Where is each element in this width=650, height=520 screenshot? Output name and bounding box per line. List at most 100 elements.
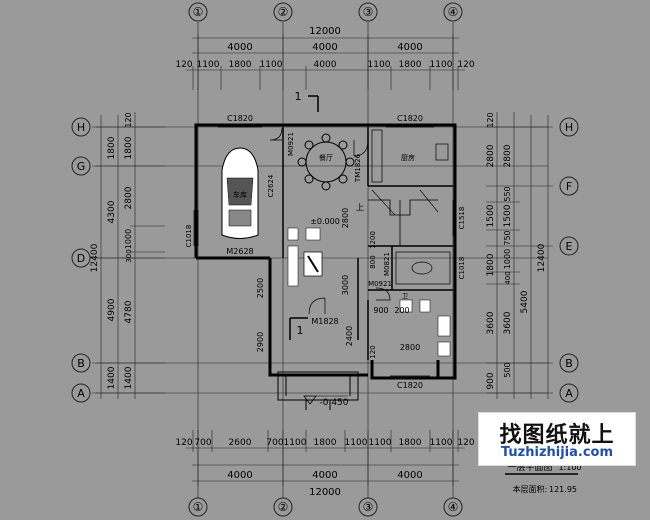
top-detail-dim-4: 1100 [260,60,283,70]
interior-dim-3000: 3000 [341,275,350,295]
bottom-total-dim: 12000 [309,487,341,498]
interior-dim-2800b: 2800 [400,343,420,352]
dining-table-icon [297,133,355,191]
right-outer-dim-4: 1800 [486,253,496,276]
interior-dim-2900: 2900 [256,332,265,352]
right-inner-dim-8: 500 [503,362,512,377]
dining-label: 餐厅 [319,153,333,162]
axis-top-3: ③ [363,5,374,19]
axis-left-b: B [77,357,85,370]
axis-top-4: ④ [448,5,459,19]
top-detail-dim-7: 1800 [399,60,422,70]
window-c1820-top-right: C1820 [397,114,423,123]
right-col3-dim: 5400 [520,290,530,313]
right-inner-dim-2: 550 [503,186,512,201]
left-inner-dim-3: 2800 [124,186,134,209]
window-c2624: C2624 [267,174,275,197]
axis-bubbles-top: ① ② ③ ④ [188,2,463,22]
exterior-walls [194,123,457,380]
top-detail-dim-8: 1100 [430,60,453,70]
left-outer-dim-3: 4900 [107,298,117,321]
door-tm1826: TM1826 [354,153,362,183]
plan-scale: 1:100 [558,463,581,472]
car-icon [221,147,259,239]
axis-bottom-1: ① [193,500,204,514]
bathroom-fixtures-icon [395,251,451,357]
right-dimension-lines [486,112,553,399]
interior-dim-1200: 1200 [369,231,377,249]
window-c1518: C1518 [458,207,466,230]
top-detail-dim-6: 1100 [368,60,391,70]
interior-walls [282,127,453,360]
left-inner-dim-6: 4780 [124,300,134,323]
axis-left-g: G [77,160,86,173]
door-m1828: M1828 [311,317,338,326]
bottom-bay-dim-2: 4000 [312,470,337,481]
right-inner-dim-6: 400 [504,271,512,284]
window-c1820-top-left: C1820 [227,114,253,123]
top-bay-dim-1: 4000 [227,42,252,53]
left-outer-dim-2: 4300 [107,200,117,223]
axis-right-b: B [565,357,573,370]
axis-right-f: F [566,180,572,193]
stove-icon [287,227,323,287]
axis-left-a: A [77,387,85,400]
axis-bottom-4: ④ [448,500,459,514]
bottom-detail-dim-8: 1100 [369,438,392,448]
door-m0921-top: M0921 [287,132,295,156]
bottom-detail-dim-4: 700 [266,438,283,448]
section-mark-top: 1 [295,90,302,103]
left-outer-dim-4: 1400 [107,366,117,389]
axis-bubbles-bottom: ① ② ③ ④ [188,497,463,517]
bottom-dimension-lines [186,430,465,486]
plan-title: 一层平面图 [507,462,552,473]
top-detail-dim-9: 120 [457,60,474,70]
bath-label: 卫 [402,293,408,300]
exterior-level: -0.450 [319,398,348,408]
interior-dim-2500: 2500 [256,278,265,298]
car-label: 车库 [233,190,247,199]
window-c1018-left: C1018 [185,225,193,248]
interior-dim-120: 120 [369,345,377,358]
left-inner-dim-7: 1400 [124,366,134,389]
axis-left-h: H [77,121,85,134]
right-inner-dim-7: 3600 [503,311,513,334]
axis-right-h: H [565,121,573,134]
bottom-detail-dim-1: 120 [175,438,192,448]
right-inner-dim-1: 2800 [503,144,513,167]
right-inner-dim-4: 750 [503,230,512,245]
watermark-title: 找图纸就上 [499,423,615,448]
axis-bottom-3: ③ [363,500,374,514]
interior-dim-800: 800 [369,255,377,268]
top-dimension-lines [186,34,465,90]
area-value: 121.95 [549,485,577,494]
interior-dim-2800: 2800 [341,208,350,228]
top-detail-dim-5: 4000 [314,60,337,70]
top-bay-dim-3: 4000 [397,42,422,53]
kitchen-counter-icon [371,129,449,183]
bottom-detail-dim-7: 1100 [345,438,368,448]
bottom-bay-dim-3: 4000 [397,470,422,481]
right-outer-dim-2: 2800 [486,144,496,167]
axis-right-a: A [565,387,573,400]
kitchen-label: 厨房 [401,153,415,162]
right-inner-dim-3: 1500 [503,204,513,227]
interior-dim-200: 200 [394,306,409,315]
axis-grid [92,22,548,498]
left-inner-dim-4: 1000 [124,229,133,249]
right-outer-dim-6: 900 [486,372,496,389]
entrance-porch [277,371,359,410]
bottom-bay-dim-1: 4000 [227,470,252,481]
watermark-badge: 找图纸就上 Tuzhizhijia.com [478,412,636,466]
left-inner-dim-2: 1800 [124,136,134,159]
left-inner-dim-1: 120 [124,112,133,127]
axis-top-2: ② [278,5,289,19]
bottom-detail-dim-10: 1100 [430,438,453,448]
top-detail-dim-2: 1100 [197,60,220,70]
floor-level: ±0.000 [310,217,340,226]
top-detail-dim-3: 1800 [229,60,252,70]
left-total-dim: 12400 [90,243,100,272]
section-marks [289,95,319,340]
axis-bubbles-right: H F E B A [559,117,579,403]
